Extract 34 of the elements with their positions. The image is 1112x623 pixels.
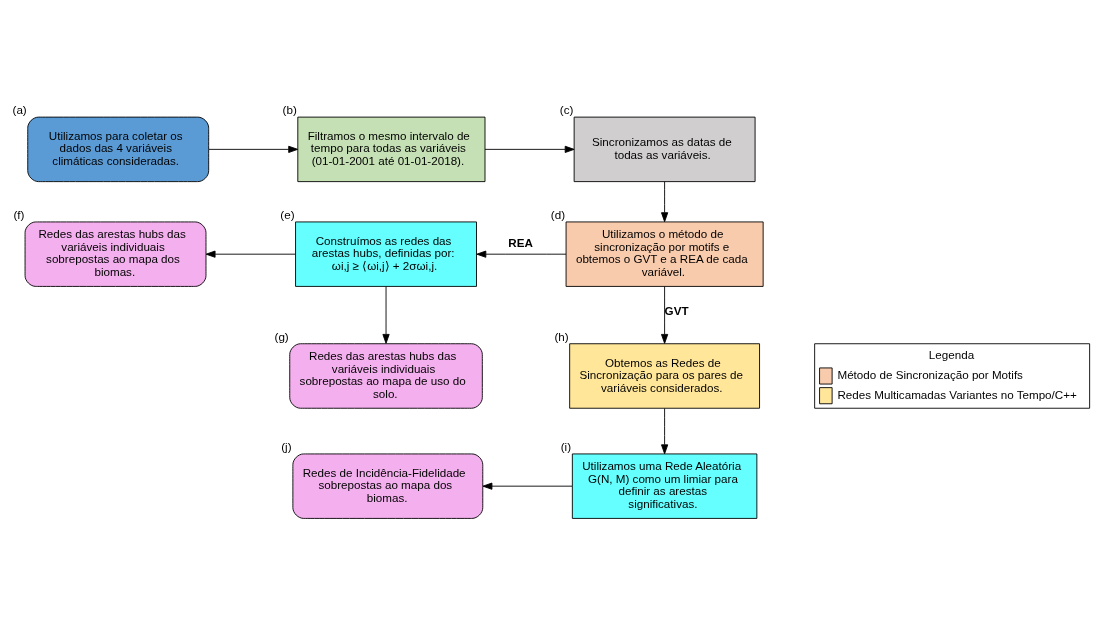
node-box: Redes de Incidência-Fidelidade sobrepostas ao mapa dos biomas. <box>292 453 484 519</box>
node-label: (f) <box>13 207 25 221</box>
legend-label: Redes Multicamadas Variantes no Tempo/C++ <box>837 387 1077 401</box>
node-box: Utilizamos o método de sincronização por motifs e obtemos o GVT e a REA de cada variável. <box>565 221 764 287</box>
arrow <box>661 181 669 223</box>
node-box: Construímos as redes das arestas hubs, definidas por: ωi,j ≥ ⟨ωi,j⟩ + 2σωi,j. <box>295 221 477 287</box>
node-label: (j) <box>281 439 292 453</box>
node-label: (h) <box>554 329 569 343</box>
edge-label: GVT <box>664 303 689 317</box>
node-label: (c) <box>559 102 574 116</box>
node-label: (a) <box>12 102 27 116</box>
node-label: (d) <box>550 207 566 221</box>
node-label: (g) <box>274 329 289 343</box>
arrow <box>208 145 299 153</box>
node-box: Utilizamos para coletar os dados das 4 variáveis climáticas consideradas. <box>27 116 210 183</box>
arrow <box>661 286 669 344</box>
node-box: Redes das arestas hubs das variáveis individuais sobrepostas ao mapa de uso do solo. <box>289 343 483 409</box>
arrow <box>382 286 390 344</box>
arrow <box>476 250 567 258</box>
arrow <box>484 145 575 153</box>
arrow <box>482 482 573 490</box>
node-label: (e) <box>280 207 295 221</box>
legend-label: Método de Sincronização por Motifs <box>837 368 1023 382</box>
node-box: Redes das arestas hubs das variáveis individuais sobrepostas ao mapa dos biomas. <box>24 221 207 287</box>
node-box: Utilizamos uma Rede Aleatória G(N, M) como um limiar para definir as arestas significativas. <box>571 453 758 519</box>
arrow <box>205 250 296 258</box>
arrow <box>661 408 669 455</box>
node-box: Obtemos as Redes de Sincronização para os pares de variáveis considerados. <box>569 343 760 409</box>
edge-label: REA <box>508 236 533 250</box>
node-label: (b) <box>282 102 297 116</box>
label: Legenda <box>928 348 975 362</box>
node-label: (i) <box>560 439 572 453</box>
node-box: Filtramos o mesmo intervalo de tempo para todas as variáveis (01-01-2001 até 01-01-2018). <box>297 116 486 183</box>
node-box: Sincronizamos as datas de todas as variáveis. <box>573 116 756 183</box>
